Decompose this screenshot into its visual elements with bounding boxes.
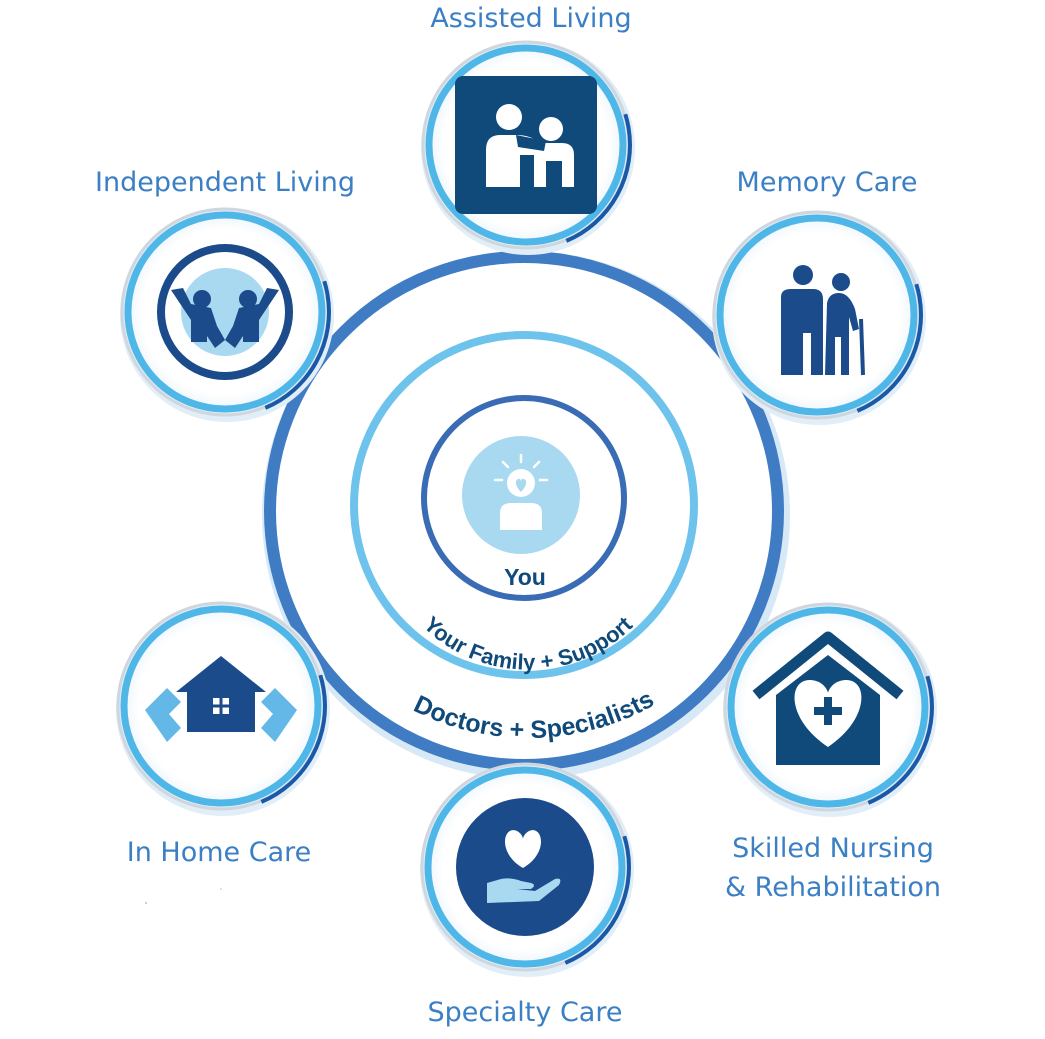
medical-house-icon <box>752 631 904 765</box>
label-line: Specialty Care <box>427 997 623 1028</box>
stray-dot <box>220 888 222 890</box>
bubble-accent <box>119 206 331 418</box>
person-heart-icon <box>493 453 549 530</box>
service-bubble-specialty-care <box>419 761 634 977</box>
bubble-accent <box>711 209 923 421</box>
label-skilled-nursing: Skilled Nursing & Rehabilitation <box>725 829 941 907</box>
label-assisted-living: Assisted Living <box>430 0 631 38</box>
assisted-people-icon <box>455 76 597 214</box>
label-line: Memory Care <box>736 167 918 198</box>
you-ring <box>421 395 627 601</box>
service-bubble-in-home-care <box>115 600 330 816</box>
label-line: Independent Living <box>95 167 355 198</box>
service-bubbles <box>115 39 937 977</box>
bubble-accent <box>420 39 632 251</box>
label-independent-living: Independent Living <box>95 164 355 202</box>
label-line: & Rehabilitation <box>725 872 941 903</box>
label-in-home-care: In Home Care <box>127 834 312 872</box>
heart-hand-icon <box>456 798 594 936</box>
service-bubble-independent-living <box>119 206 334 422</box>
label-specialty-care: Specialty Care <box>428 994 623 1032</box>
family-ring <box>350 331 698 679</box>
service-bubble-skilled-nursing <box>722 601 937 817</box>
cheering-people-icon <box>157 244 293 380</box>
label-line: Assisted Living <box>430 3 632 34</box>
bubble-accent <box>115 600 327 812</box>
elderly-couple-icon <box>781 265 865 376</box>
label-memory-care: Memory Care <box>737 164 918 202</box>
center-rings: You Your Family + Support Doctors + Spec… <box>262 251 790 779</box>
label-line: In Home Care <box>126 837 312 868</box>
label-line: Skilled Nursing <box>732 833 934 864</box>
stray-dot <box>145 902 147 904</box>
service-bubble-assisted-living <box>420 39 635 255</box>
bubble-accent <box>419 761 631 973</box>
bubble-accent <box>722 601 934 813</box>
you-label: You <box>504 564 546 590</box>
home-care-icon <box>145 656 297 742</box>
service-bubble-memory-care <box>711 209 926 425</box>
